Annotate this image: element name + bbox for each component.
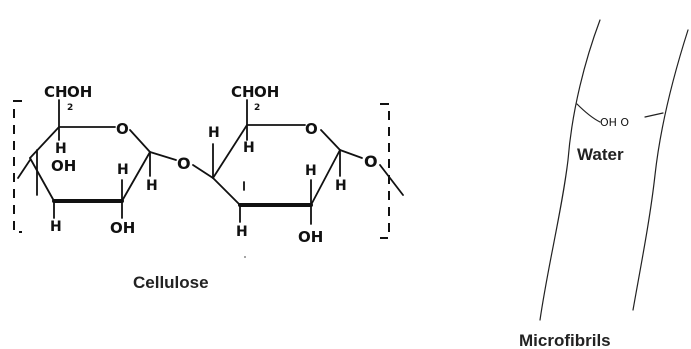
- ring2-h-c1: H: [335, 178, 347, 194]
- ring1-ch2-label: CH: [44, 83, 68, 101]
- ring1-subscript-2: 2: [67, 103, 73, 113]
- water-oh-label: OH O: [600, 116, 629, 129]
- ring1-ring-oxygen: O: [116, 120, 129, 138]
- ring2-oh-c2: OH: [298, 228, 323, 246]
- water-caption: Water: [577, 145, 624, 164]
- ring2-oh-label: OH: [254, 83, 279, 101]
- bridge-oxygen: O: [177, 154, 191, 173]
- right-chain-bond: [379, 164, 404, 196]
- ring1-oh-label: OH: [67, 83, 92, 101]
- ring1-back-edges: [29, 126, 151, 159]
- ring2-h-c3: H: [236, 224, 248, 240]
- bridge-bond: [192, 164, 214, 179]
- water-bond-right: [644, 112, 664, 118]
- ring2-back-edges: [212, 124, 341, 179]
- glucose-ring-2: [212, 99, 363, 225]
- cellulose-caption: Cellulose: [133, 273, 209, 292]
- water-bond-left: [576, 103, 601, 123]
- stray-dot: [244, 256, 246, 258]
- ring1-h-c1: H: [146, 178, 158, 194]
- left-repeat-bracket: [13, 100, 22, 233]
- ring2-h-c4: H: [208, 125, 220, 141]
- ring2-ch2-label: CH: [231, 83, 255, 101]
- ring2-side-edges: [212, 149, 341, 206]
- glucose-ring-1: [29, 99, 177, 219]
- microfibril-right: [632, 29, 689, 311]
- ring1-h-c2: H: [117, 162, 129, 178]
- ring2-subscript-2: 2: [254, 103, 260, 113]
- cellulose-structure: CH OH 2 H O OH H H H OH O CH OH 2 H H O …: [13, 83, 404, 258]
- left-chain-bond: [17, 159, 31, 179]
- ring1-oh-c2: OH: [110, 219, 135, 237]
- ring2-h-c5: H: [243, 140, 255, 156]
- ring1-side-edges: [29, 151, 151, 202]
- microfibrils: OH O: [539, 19, 689, 321]
- ring2-glycosidic-bond: [339, 149, 363, 159]
- ring1-oh-c4: OH: [51, 157, 76, 175]
- ring1-glycosidic-bond: [149, 151, 177, 161]
- microfibril-left: [539, 19, 601, 321]
- ring1-h-c5: H: [55, 141, 67, 157]
- microfibrils-caption: Microfibrils: [519, 331, 611, 349]
- end-oxygen: O: [364, 152, 378, 171]
- right-repeat-bracket: [380, 103, 390, 239]
- ring2-h-c2: H: [305, 163, 317, 179]
- ring1-h-c3: H: [50, 219, 62, 235]
- ring2-ring-oxygen: O: [305, 120, 318, 138]
